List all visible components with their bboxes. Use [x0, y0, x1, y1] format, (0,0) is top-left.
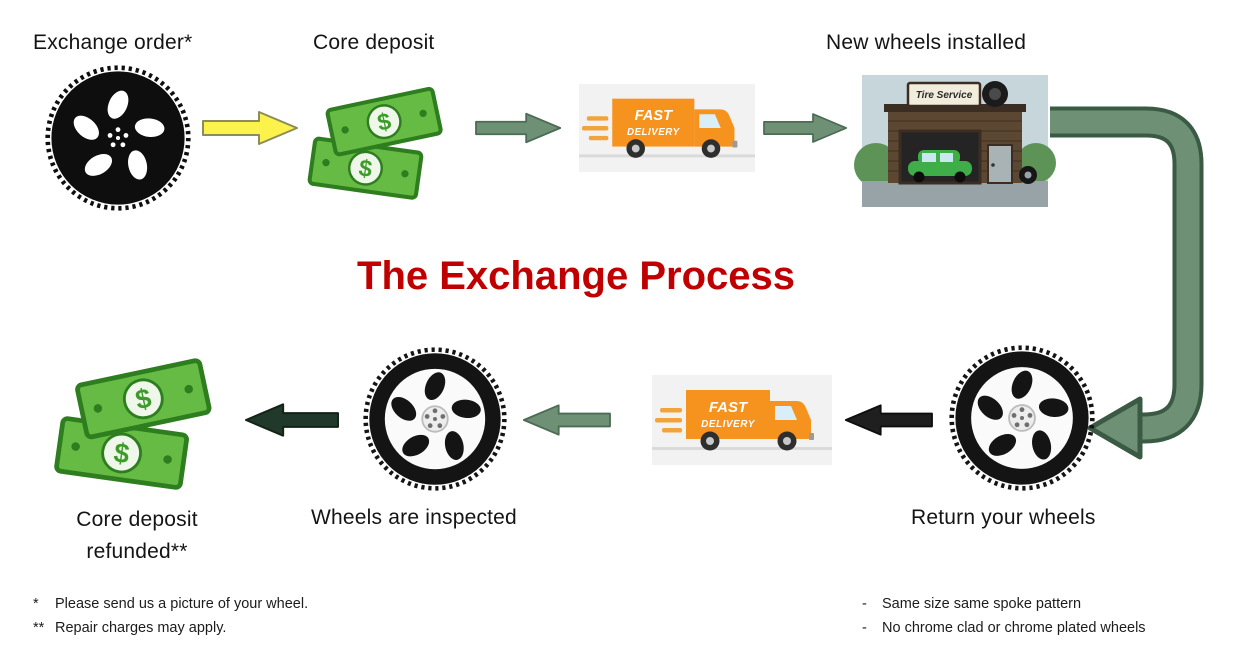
arrow-right-yellow-icon [202, 111, 298, 145]
delivery-truck-icon-bottom [652, 374, 832, 466]
label-exchange-order: Exchange order* [33, 31, 193, 54]
footnote-wheel-picture: * Please send us a picture of your wheel… [33, 596, 308, 612]
footnote-marker: ** [33, 620, 45, 636]
curved-arrow-icon [1050, 106, 1204, 460]
footnote-marker: - [862, 596, 867, 612]
arrow-left-green-icon [522, 404, 611, 436]
footnotes-left: * Please send us a picture of your wheel… [33, 596, 308, 636]
footnote-text: Same size same spoke pattern [882, 596, 1082, 612]
footnote-no-chrome: - No chrome clad or chrome plated wheels [862, 620, 1146, 636]
return-wheel-icon [948, 344, 1096, 492]
arrow-left-dark-green-icon [244, 403, 339, 437]
footnote-marker: - [862, 620, 867, 636]
black-wheel-icon [44, 64, 192, 212]
footnote-text: No chrome clad or chrome plated wheels [882, 620, 1146, 636]
label-wheels-inspected: Wheels are inspected [311, 506, 517, 529]
money-refund-icon [52, 346, 232, 492]
arrow-left-black-icon [844, 404, 933, 436]
footnote-repair-charges: ** Repair charges may apply. [33, 620, 308, 636]
arrow-right-green-icon [475, 112, 562, 144]
page-title: The Exchange Process [357, 254, 795, 298]
footnote-same-size: - Same size same spoke pattern [862, 596, 1146, 612]
label-new-wheels-installed: New wheels installed [826, 31, 1027, 54]
footnote-text: Repair charges may apply. [55, 620, 227, 636]
arrow-right-green-icon-2 [763, 113, 848, 143]
money-core-deposit-icon [294, 78, 472, 200]
delivery-truck-icon-top [578, 84, 756, 172]
label-return-your-wheels: Return your wheels [911, 506, 1096, 529]
inspected-wheel-icon [362, 346, 508, 492]
footnotes-right: - Same size same spoke pattern - No chro… [862, 596, 1146, 636]
footnote-text: Please send us a picture of your wheel. [55, 596, 309, 612]
tire-shop-image: Tire Service [854, 75, 1056, 207]
footnote-marker: * [33, 596, 39, 612]
label-core-deposit: Core deposit [313, 31, 435, 54]
shop-sign-text: Tire Service [916, 90, 973, 101]
label-core-deposit-refunded: Core deposit refunded** [76, 508, 198, 563]
